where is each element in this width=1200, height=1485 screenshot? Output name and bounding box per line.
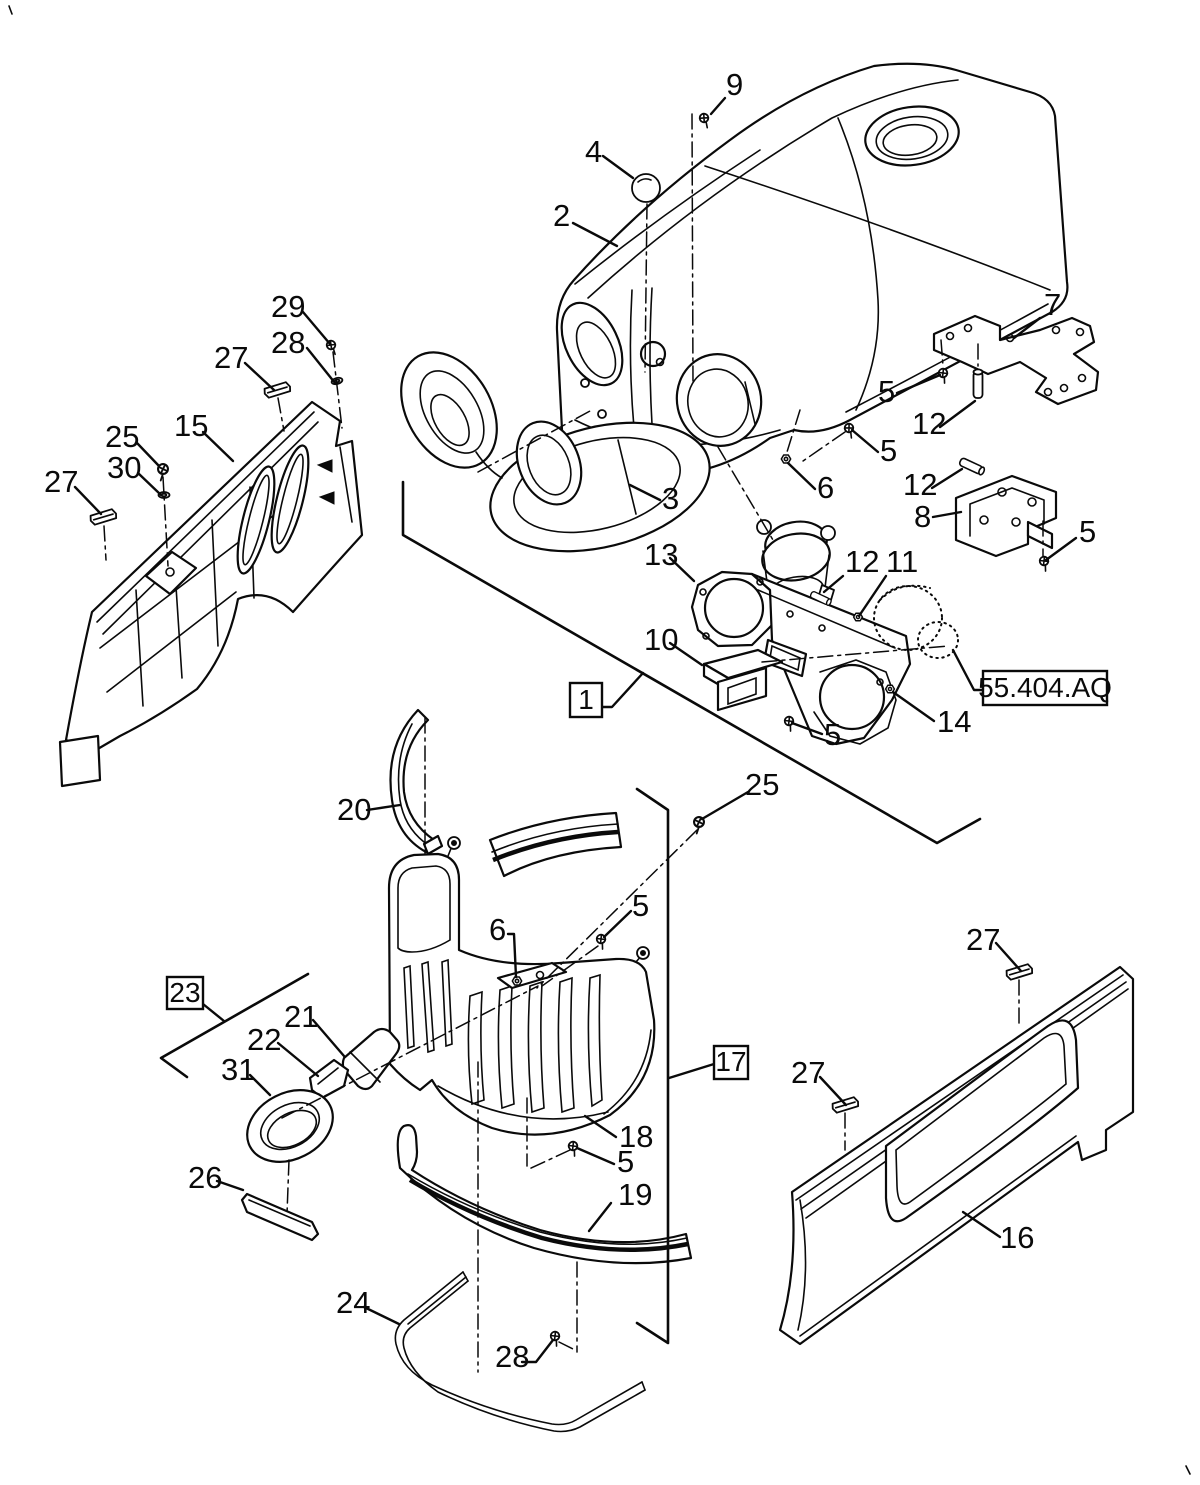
group-1-boundary (401, 480, 982, 845)
callout-4: 4 (585, 134, 602, 169)
group-17-ref-label[interactable]: 17 (715, 1046, 746, 1077)
callout-31: 31 (221, 1052, 255, 1087)
nut-6-b (511, 976, 523, 986)
bumper-trim-part-24 (394, 1271, 646, 1433)
callout-14: 14 (937, 704, 971, 739)
grille-mounting-pins (447, 836, 650, 963)
callout-25-a: 25 (105, 419, 139, 454)
clip-27-c (1004, 962, 1035, 982)
reference-boxes: 1 17 23 55.404.AQ (165, 648, 1112, 1081)
callout-21: 21 (284, 999, 318, 1034)
callout-numbers: 9 4 2 7 5 12 29 28 27 15 25 30 27 3 5 6 … (44, 67, 1096, 1374)
callout-12-c: 12 (845, 544, 879, 579)
screw-28-b (548, 1329, 564, 1348)
callout-6-a: 6 (817, 470, 834, 505)
corner-trim-strip (488, 811, 623, 878)
callout-25-b: 25 (745, 767, 779, 802)
callout-6-b: 6 (489, 912, 506, 947)
callout-27-c: 27 (966, 922, 1000, 957)
left-side-panel-part-15 (58, 400, 364, 788)
group-1-ref-label[interactable]: 1 (578, 684, 594, 715)
pin-12-a (972, 368, 984, 399)
callout-19: 19 (618, 1177, 652, 1212)
nut-6-a (780, 454, 792, 464)
callout-22: 22 (247, 1022, 281, 1057)
callout-5-e: 5 (632, 888, 649, 923)
horn-reference-dotted (873, 584, 959, 659)
callout-12-b: 12 (903, 467, 937, 502)
side-piece-part-21 (341, 1027, 401, 1091)
latch-bracket-part-10 (702, 648, 784, 712)
group-1-ref-box[interactable] (568, 681, 604, 719)
group-1-box-connector (600, 671, 645, 709)
section-ref-label[interactable]: 55.404.AQ (978, 672, 1112, 703)
callout-24: 24 (336, 1285, 370, 1320)
callout-11: 11 (886, 544, 918, 579)
callout-13: 13 (644, 537, 678, 572)
callout-7: 7 (1044, 287, 1061, 322)
support-bracket-part-7 (932, 314, 1100, 406)
lamp-support-part-13 (690, 519, 912, 746)
callout-27-a: 27 (214, 340, 248, 375)
callout-12-a: 12 (912, 406, 946, 441)
callout-5-d: 5 (824, 717, 841, 752)
alignment-centerlines (103, 113, 1044, 1373)
callout-8: 8 (914, 499, 931, 534)
pin-12-b (957, 456, 987, 477)
group-23-boundary (159, 972, 310, 1079)
hood-part-2 (555, 62, 1069, 476)
group-23-ref-label[interactable]: 23 (169, 977, 200, 1008)
callout-15: 15 (174, 408, 208, 443)
callout-5-a: 5 (878, 374, 895, 409)
callout-29: 29 (271, 289, 305, 324)
group-boundaries (159, 480, 982, 1345)
section-ref-connector (951, 648, 985, 692)
callout-28-a: 28 (271, 325, 305, 360)
bumper-trim-part-19 (396, 1124, 693, 1265)
section-ref-box[interactable] (981, 669, 1109, 707)
callout-9: 9 (726, 67, 743, 102)
callout-28-b: 28 (495, 1339, 529, 1374)
callout-27-d: 27 (791, 1055, 825, 1090)
callout-3: 3 (662, 481, 679, 516)
group-17-box-connector (667, 1062, 716, 1080)
callout-5-c: 5 (1079, 514, 1096, 549)
group-17-boundary (635, 787, 670, 1345)
group-17-ref-box[interactable] (712, 1044, 750, 1081)
strip-part-26 (240, 1192, 320, 1242)
callout-26: 26 (188, 1160, 222, 1195)
group-23-ref-box[interactable] (165, 975, 205, 1011)
screw-5-b (842, 421, 859, 440)
callout-18: 18 (619, 1119, 653, 1154)
callout-2: 2 (553, 198, 570, 233)
front-grille-part-18 (387, 836, 656, 1136)
bezel-ring-part-31 (246, 1089, 334, 1163)
fasteners (88, 111, 1053, 1348)
group-23-box-connector (201, 1002, 226, 1023)
bracket-part-8 (954, 474, 1058, 558)
callout-30: 30 (107, 450, 141, 485)
callout-20: 20 (337, 792, 371, 827)
callout-27-b: 27 (44, 464, 78, 499)
right-side-panel-part-16 (778, 965, 1135, 1346)
callout-5-f: 5 (617, 1144, 634, 1179)
clip-27-b (88, 507, 119, 527)
callout-leaders (73, 96, 1078, 1364)
scan-artifact-top-left (8, 5, 13, 15)
headlight-bezel-part-3 (400, 351, 711, 553)
trim-strip-part-20 (389, 708, 444, 856)
callout-10: 10 (644, 622, 678, 657)
callout-5-b: 5 (880, 433, 897, 468)
callout-16: 16 (1000, 1220, 1034, 1255)
scan-artifact-bottom-right (1185, 1465, 1191, 1475)
